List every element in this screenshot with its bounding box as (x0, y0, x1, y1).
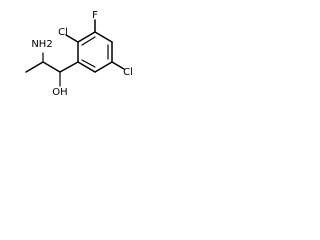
atom-label-cl-ortho: Cl (58, 27, 68, 38)
bond-alpha-carbinol (42, 61, 61, 73)
bond-carbinol-ring (59, 61, 79, 73)
atom-label-cl-meta: Cl (123, 67, 133, 78)
molecule-diagram: NH2 OH Cl F Cl (25, 10, 133, 98)
bond-methyl (25, 61, 44, 73)
benzene-ring (77, 31, 113, 73)
structure-canvas: NH2 OH Cl F Cl (0, 0, 152, 152)
bond-cl-meta (111, 61, 125, 70)
atom-label-f: F (92, 10, 98, 21)
atom-label-nh2: NH2 (31, 39, 52, 50)
bond-cl-ortho (65, 34, 79, 43)
atom-label-oh: OH (52, 87, 67, 98)
